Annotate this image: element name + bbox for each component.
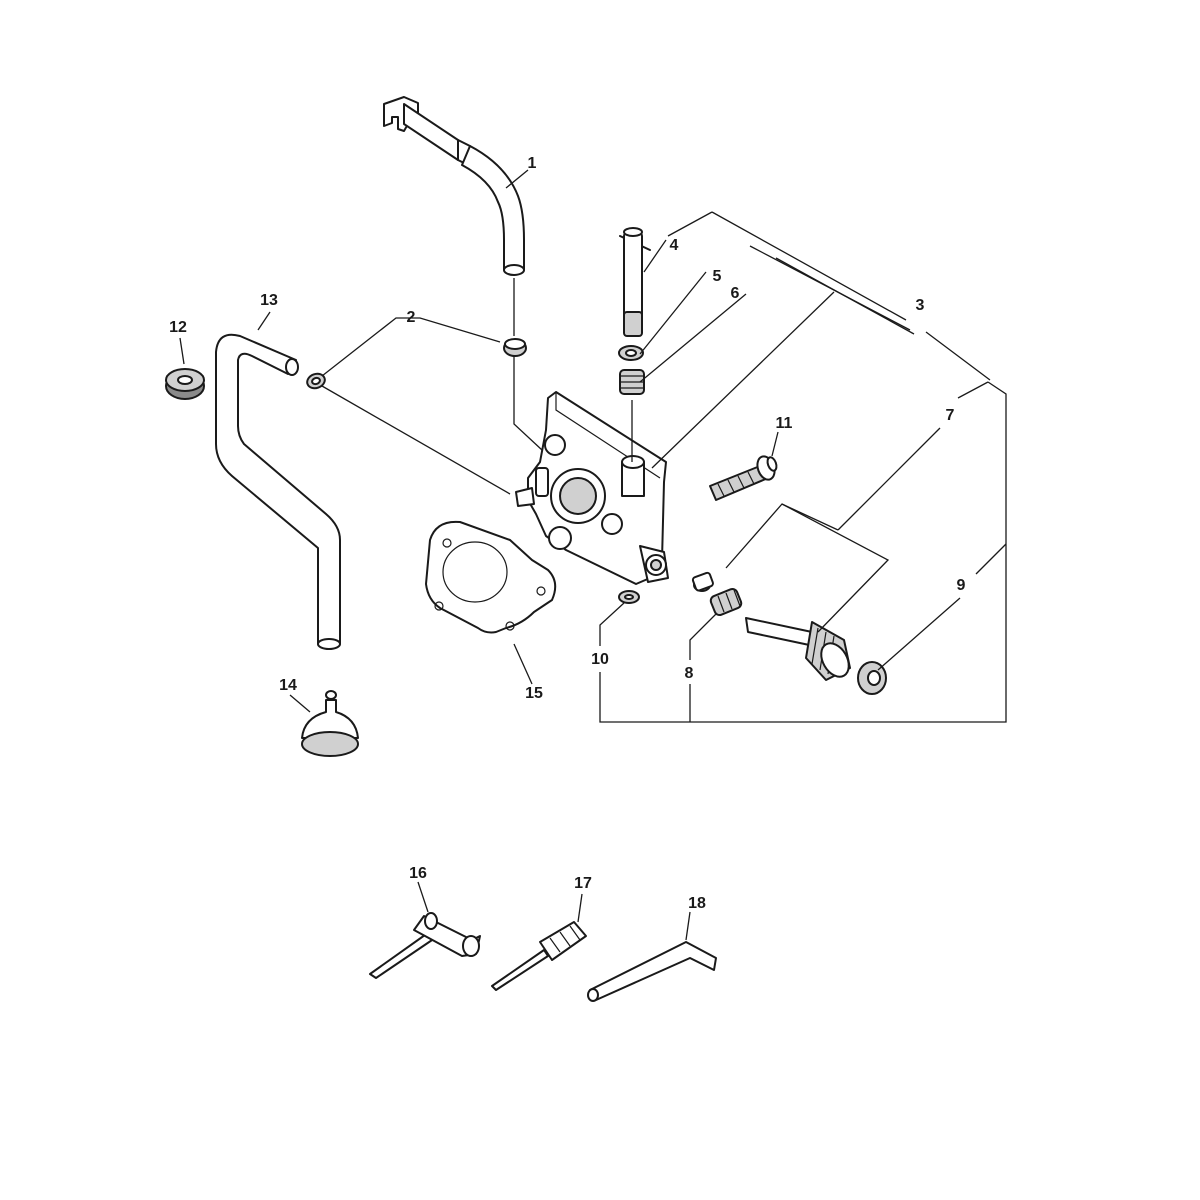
part-11-bolt: [709, 455, 778, 501]
callout-16: 16: [409, 865, 427, 882]
callout-14: 14: [279, 677, 297, 694]
part-8-spring: [709, 587, 743, 617]
part-7-worm-shaft: [745, 617, 851, 681]
leader-lines: [179, 169, 1007, 941]
callout-8: 8: [685, 665, 694, 682]
part-13-oil-hose: [215, 333, 341, 650]
callout-9: 9: [957, 577, 966, 594]
callout-18: 18: [688, 895, 706, 912]
callout-7: 7: [946, 407, 955, 424]
part-2-o-ring-top: [503, 338, 527, 357]
callout-12: 12: [169, 319, 187, 336]
callout-3: 3: [916, 297, 925, 314]
part-12-grommet: [165, 368, 205, 400]
callout-6: 6: [731, 285, 740, 302]
part-2-o-ring-left: [306, 372, 326, 390]
part-7-plug: [691, 571, 714, 592]
part-4-pin: [619, 227, 651, 337]
callout-17: 17: [574, 875, 592, 892]
part-15-gasket: [425, 520, 557, 634]
part-10-washer: [618, 590, 640, 604]
part-5-washer: [618, 345, 644, 361]
part-9-cap: [857, 661, 887, 695]
part-1-oil-hose: [383, 96, 525, 276]
part-3-oil-pump-body: [515, 391, 669, 585]
callout-10: 10: [591, 651, 609, 668]
callout-13: 13: [260, 292, 278, 309]
callout-5: 5: [713, 268, 722, 285]
part-14-oil-filter: [301, 690, 359, 757]
part-17-screwdriver: [491, 921, 587, 991]
callout-1: 1: [528, 155, 537, 172]
callout-15: 15: [525, 685, 543, 702]
callout-11: 11: [776, 415, 793, 432]
callout-2: 2: [407, 309, 416, 326]
part-16-t-wrench: [369, 912, 481, 979]
part-18-hex-key: [587, 941, 717, 1002]
callout-4: 4: [670, 237, 679, 254]
callouts: 1 2 3 4 5 6 7 8 9 10 11 12 13 14 15 16 1…: [169, 155, 965, 912]
